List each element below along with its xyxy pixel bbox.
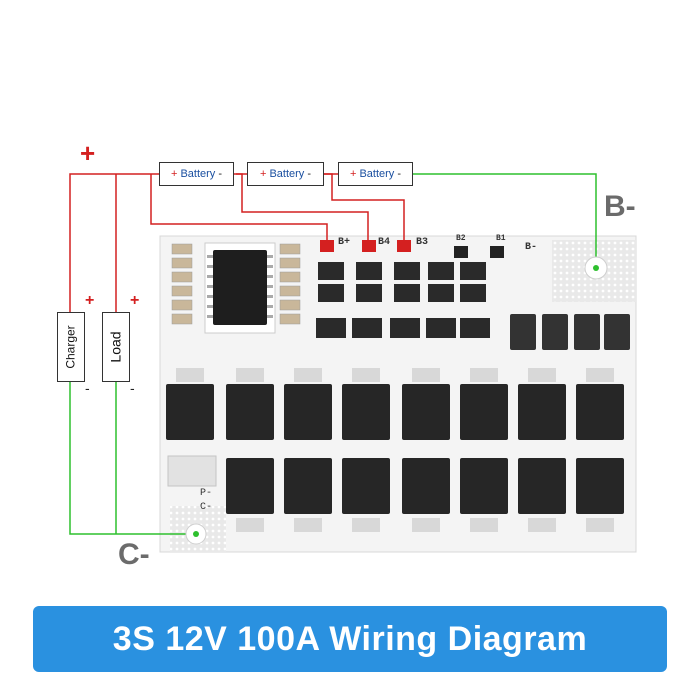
battery-1-text: Battery <box>180 168 216 180</box>
bms-board <box>159 235 637 553</box>
battery-2-minus-sign: - <box>307 168 311 180</box>
pcb-label-b2: B2 <box>456 234 466 243</box>
title-banner: 3S 12V 100A Wiring Diagram <box>33 606 667 672</box>
diagram-title: 3S 12V 100A Wiring Diagram <box>112 619 588 658</box>
load-plus-sign: + <box>130 292 140 309</box>
pcb-label-b3: B3 <box>416 237 429 248</box>
c-minus-label: C- <box>118 538 150 571</box>
battery-2-text: Battery <box>269 168 305 180</box>
load-box: Load <box>102 312 130 382</box>
power-mosfets-row-1 <box>166 384 624 440</box>
pcb-label-c-minus: C- <box>200 502 213 513</box>
shunt-resistors <box>510 314 630 350</box>
battery-1-plus-sign: + <box>171 168 178 180</box>
smd-components-left <box>171 243 301 325</box>
battery-2-label: + Battery - <box>247 162 324 186</box>
battery-2-plus-sign: + <box>260 168 267 180</box>
pcb-label-b4: B4 <box>378 237 391 248</box>
charger-label: Charger <box>64 325 79 369</box>
charger-plus-sign: + <box>85 292 95 309</box>
pcb-label-p-minus: P- <box>200 488 213 499</box>
pcb-label-b-minus: B- <box>525 242 538 253</box>
mosfet-tabs <box>176 368 614 532</box>
charger-minus-sign: - <box>85 380 90 396</box>
ic-pins <box>207 255 273 318</box>
b-minus-label: B- <box>604 190 636 223</box>
main-positive-sign: + <box>80 138 96 168</box>
charger-box: Charger <box>57 312 85 382</box>
battery-3-minus-sign: - <box>397 168 401 180</box>
battery-1-label: + Battery - <box>159 162 234 186</box>
load-label: Load <box>108 331 124 363</box>
battery-3-plus-sign: + <box>350 168 357 180</box>
board-connector <box>167 455 217 487</box>
small-transistors <box>316 262 490 338</box>
positive-wires <box>69 173 405 312</box>
battery-3-label: + Battery - <box>338 162 413 186</box>
negative-wires <box>69 173 597 535</box>
pcb-label-b1: B1 <box>496 234 506 243</box>
battery-3-text: Battery <box>359 168 395 180</box>
load-minus-sign: - <box>130 380 135 396</box>
bms-ic-chip <box>213 250 267 325</box>
power-mosfets-row-2 <box>226 458 624 514</box>
balance-pads <box>320 240 504 258</box>
pcb-label-b-plus: B+ <box>338 237 351 248</box>
battery-1-minus-sign: - <box>218 168 222 180</box>
